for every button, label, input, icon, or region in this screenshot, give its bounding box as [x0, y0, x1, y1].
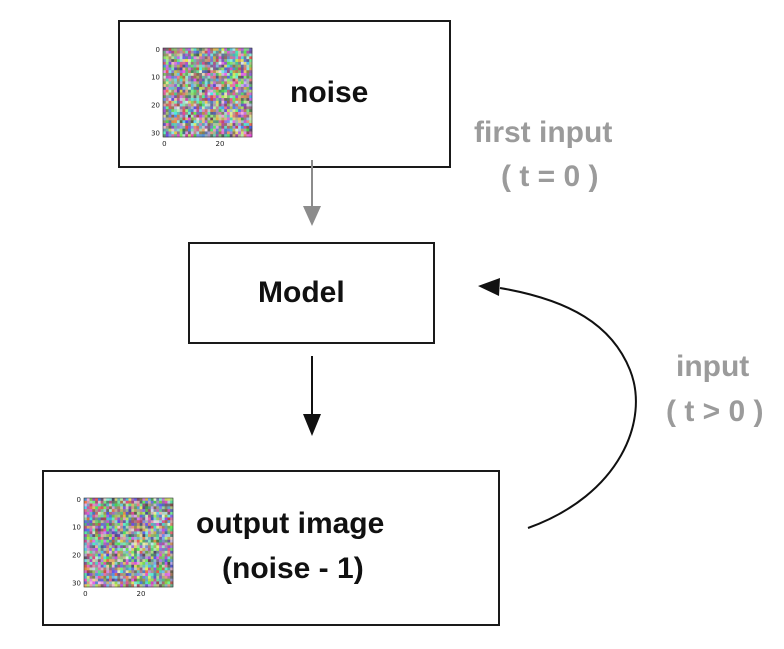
arrow-model-to-output — [303, 356, 321, 436]
noise-thumbnail-y-tick-label: 0 — [156, 46, 160, 54]
output-thumbnail-image — [83, 497, 174, 588]
noise-thumbnail-y-tick-label: 30 — [151, 129, 160, 137]
output-image-label: output image — [196, 507, 385, 540]
first-input-condition: ( t = 0 ) — [501, 160, 599, 193]
output-image-sublabel: (noise - 1) — [222, 552, 364, 585]
noise-thumbnail-x-tick-label: 0 — [162, 140, 166, 148]
output-thumbnail-y-tick-label: 10 — [72, 524, 81, 532]
noise-thumbnail-image — [162, 47, 253, 138]
output-thumbnail-y-tick-label: 30 — [72, 579, 81, 587]
model-label: Model — [258, 276, 345, 309]
model-node — [188, 242, 435, 344]
noise-thumbnail-y-tick-label: 10 — [151, 74, 160, 82]
noise-thumbnail-x-tick-label: 20 — [216, 140, 225, 148]
output-thumbnail-x-tick-label: 0 — [83, 590, 87, 598]
first-input-label: first input — [474, 116, 613, 149]
noise-thumbnail-y-tick-label: 20 — [151, 102, 160, 110]
arrow-noise-to-model — [303, 160, 321, 226]
arrow-output-loop-to-model — [478, 278, 637, 529]
loop-input-condition: ( t > 0 ) — [666, 395, 764, 428]
output-thumbnail-y-tick-label: 0 — [77, 496, 81, 504]
output-thumbnail-x-tick-label: 20 — [137, 590, 146, 598]
output-thumbnail-y-tick-label: 20 — [72, 552, 81, 560]
loop-input-label: input — [676, 350, 750, 383]
noise-label: noise — [290, 76, 369, 109]
